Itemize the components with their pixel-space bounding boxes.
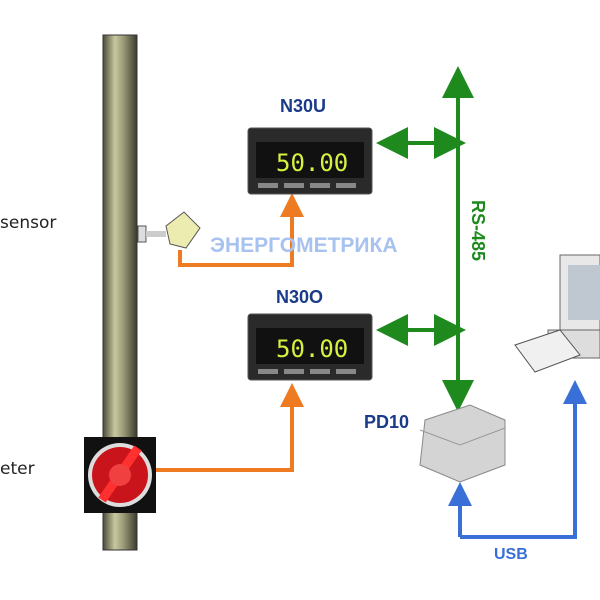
rs485-label: RS-485 xyxy=(468,200,488,261)
computer-icon xyxy=(514,254,600,373)
n30u-display: 50.00 xyxy=(276,149,348,177)
sensor-signal-line xyxy=(178,193,304,267)
meter-label: eter xyxy=(0,459,35,479)
temperature-sensor-icon xyxy=(137,211,201,249)
usb-line-to-pc xyxy=(460,380,587,539)
watermark: ЭНЕРГОМЕТРИКА xyxy=(210,234,398,257)
n30u-device: 50.00 xyxy=(247,127,373,195)
meter-signal-line xyxy=(156,383,304,472)
n30o-device: 50.00 xyxy=(247,313,373,381)
usb-label: USB xyxy=(494,546,528,563)
flow-meter-icon xyxy=(84,437,156,513)
pd10-label: PD10 xyxy=(364,412,409,432)
sensor-label: sensor xyxy=(0,213,56,233)
pd10-converter-icon xyxy=(419,404,506,483)
n30o-display: 50.00 xyxy=(276,335,348,363)
n30u-label: N30U xyxy=(280,96,326,116)
n30o-label: N30O xyxy=(276,287,323,307)
